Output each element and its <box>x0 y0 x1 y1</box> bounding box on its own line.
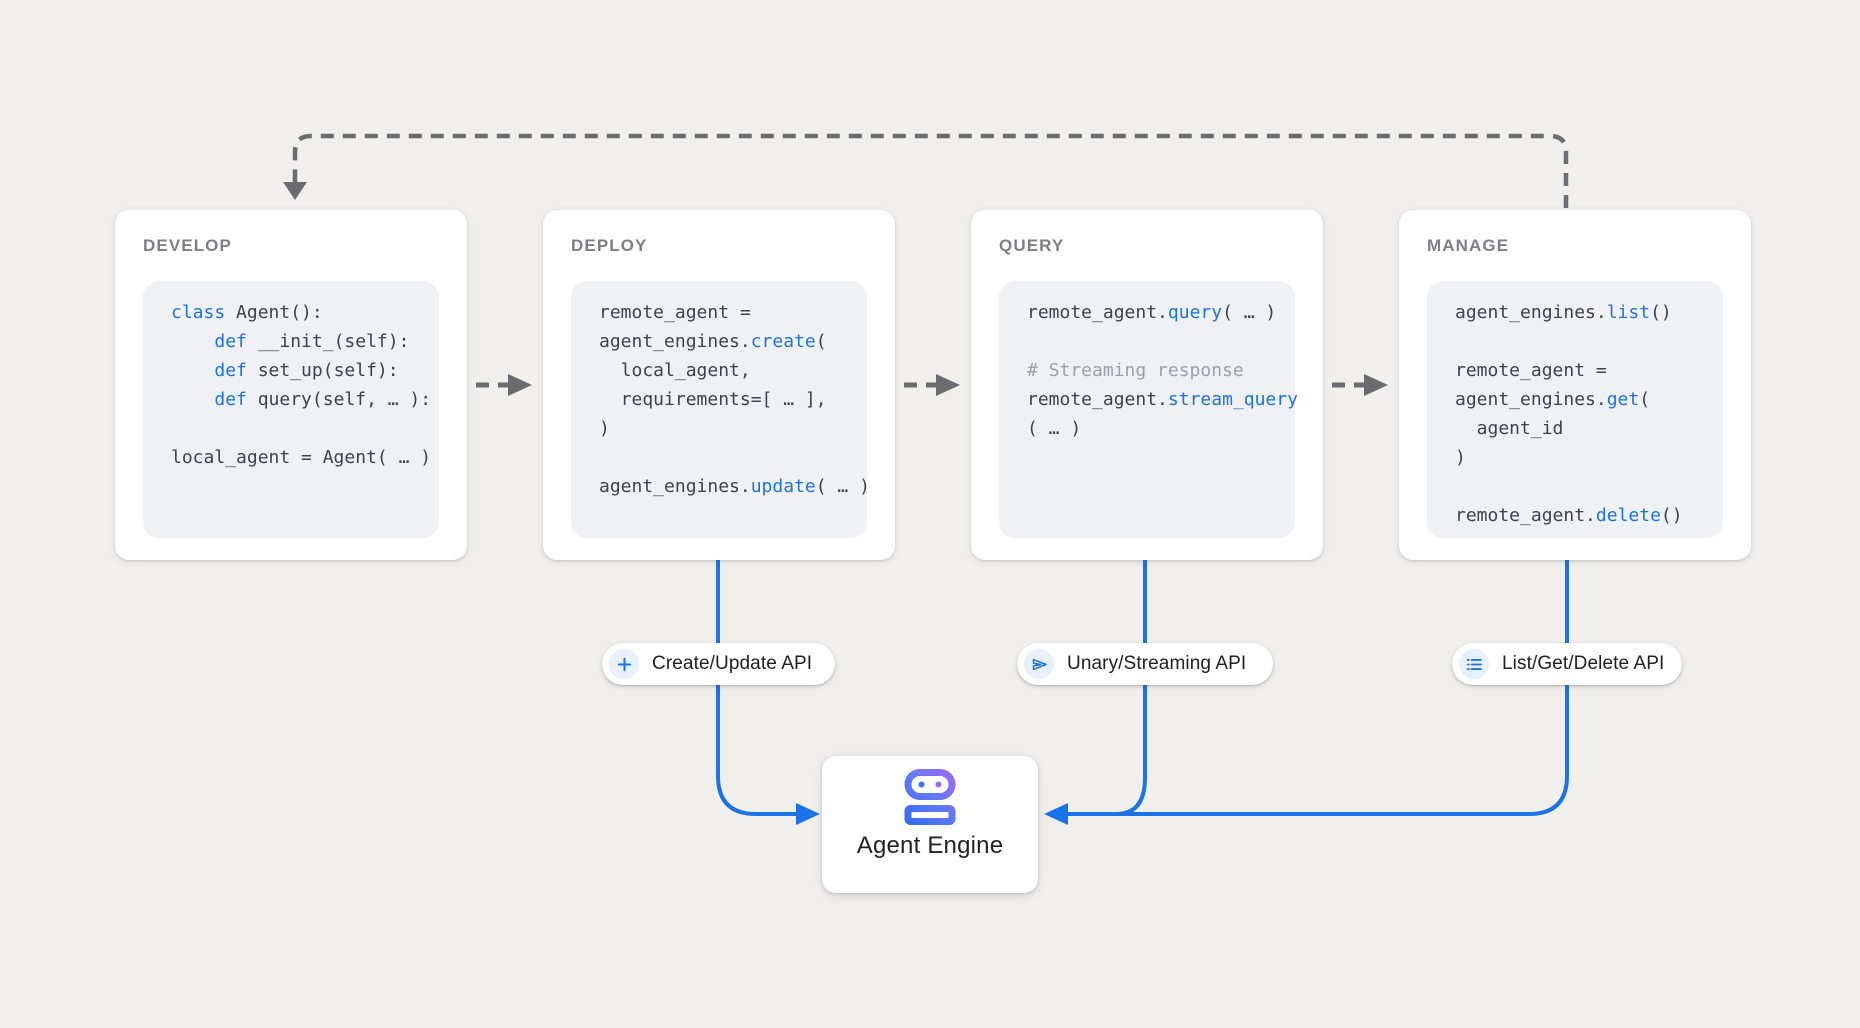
code-line: ) <box>599 418 610 439</box>
code-line: agent_engines.list() <box>1455 302 1672 323</box>
code-line: remote_agent.query( … ) <box>1027 302 1277 323</box>
plus-icon <box>609 649 639 679</box>
code-line: ( … ) <box>1027 418 1082 439</box>
code-line: local_agent, <box>599 360 751 381</box>
code-line: agent_engines.create( <box>599 331 827 352</box>
list-icon <box>1459 649 1489 679</box>
agent-engine-label: Agent Engine <box>856 832 1004 859</box>
code-line <box>1455 472 1723 501</box>
code-snippet-develop: class Agent(): def __init_(self): def se… <box>143 281 439 538</box>
card-title-develop: DEVELOP <box>143 236 232 255</box>
code-line: ) <box>1455 447 1466 468</box>
code-line: def set_up(self): <box>214 360 399 381</box>
card-title-deploy: DEPLOY <box>571 236 648 255</box>
code-line: def query(self, … ): <box>214 389 432 410</box>
agent-engine-node: Agent Engine <box>822 756 1038 893</box>
code-line: agent_engines.get( <box>1455 389 1651 410</box>
api-pill-list-get-delete: List/Get/Delete API <box>1452 643 1682 685</box>
manage-to-develop-dashed-line <box>292 133 1569 208</box>
arrowhead-left-engine-icon <box>1044 803 1068 825</box>
manage-to-engine-line <box>1068 560 1569 816</box>
deploy-to-engine-line <box>716 560 796 816</box>
code-line: remote_agent = <box>1455 360 1607 381</box>
arrowhead-right-engine-icon <box>796 803 820 825</box>
code-snippet-query: remote_agent.query( … ) # Streaming resp… <box>999 281 1298 538</box>
robot-icon <box>904 769 956 825</box>
api-pill-label: List/Get/Delete API <box>1502 653 1665 674</box>
code-line <box>599 443 867 472</box>
code-line <box>171 414 439 443</box>
code-snippet-deploy: remote_agent = agent_engines.create( loca… <box>571 281 870 538</box>
arrowhead-right-manage-icon <box>1364 374 1388 396</box>
code-line: remote_agent.delete() <box>1455 505 1683 526</box>
stage-card-deploy: DEPLOY remote_agent = agent_engines.create… <box>543 210 895 560</box>
api-pill-label: Create/Update API <box>652 653 813 674</box>
card-title-manage: MANAGE <box>1427 236 1510 255</box>
code-line: agent_id <box>1455 418 1564 439</box>
api-pill-create-update: Create/Update API <box>602 643 835 685</box>
code-line: # Streaming response <box>1027 360 1244 381</box>
code-line: requirements=[ … ], <box>599 389 827 410</box>
arrowhead-down-develop-icon <box>283 182 307 200</box>
query-to-engine-line <box>1115 560 1147 816</box>
send-icon <box>1024 649 1054 679</box>
code-line: class Agent(): <box>171 302 323 323</box>
code-line: def __init_(self): <box>214 331 410 352</box>
arrowhead-right-deploy-icon <box>508 374 532 396</box>
stage-card-develop: DEVELOP class Agent(): def __init_(self):… <box>115 210 467 560</box>
code-line: remote_agent = <box>599 302 751 323</box>
arrowhead-right-query-icon <box>936 374 960 396</box>
api-pill-unary-streaming: Unary/Streaming API <box>1017 643 1273 685</box>
api-pill-label: Unary/Streaming API <box>1067 653 1247 674</box>
code-line: remote_agent.stream_query <box>1027 389 1298 410</box>
stage-card-manage: MANAGE agent_engines.list() remote_agent … <box>1399 210 1751 560</box>
code-line: local_agent = Agent( … ) <box>171 447 432 468</box>
code-snippet-manage: agent_engines.list() remote_agent = agent… <box>1427 281 1723 538</box>
code-line <box>1027 327 1295 356</box>
code-line <box>1455 327 1723 356</box>
stage-card-query: QUERY remote_agent.query( … ) # Streaming… <box>971 210 1323 560</box>
code-line: agent_engines.update( … ) <box>599 476 870 497</box>
card-title-query: QUERY <box>999 236 1065 255</box>
